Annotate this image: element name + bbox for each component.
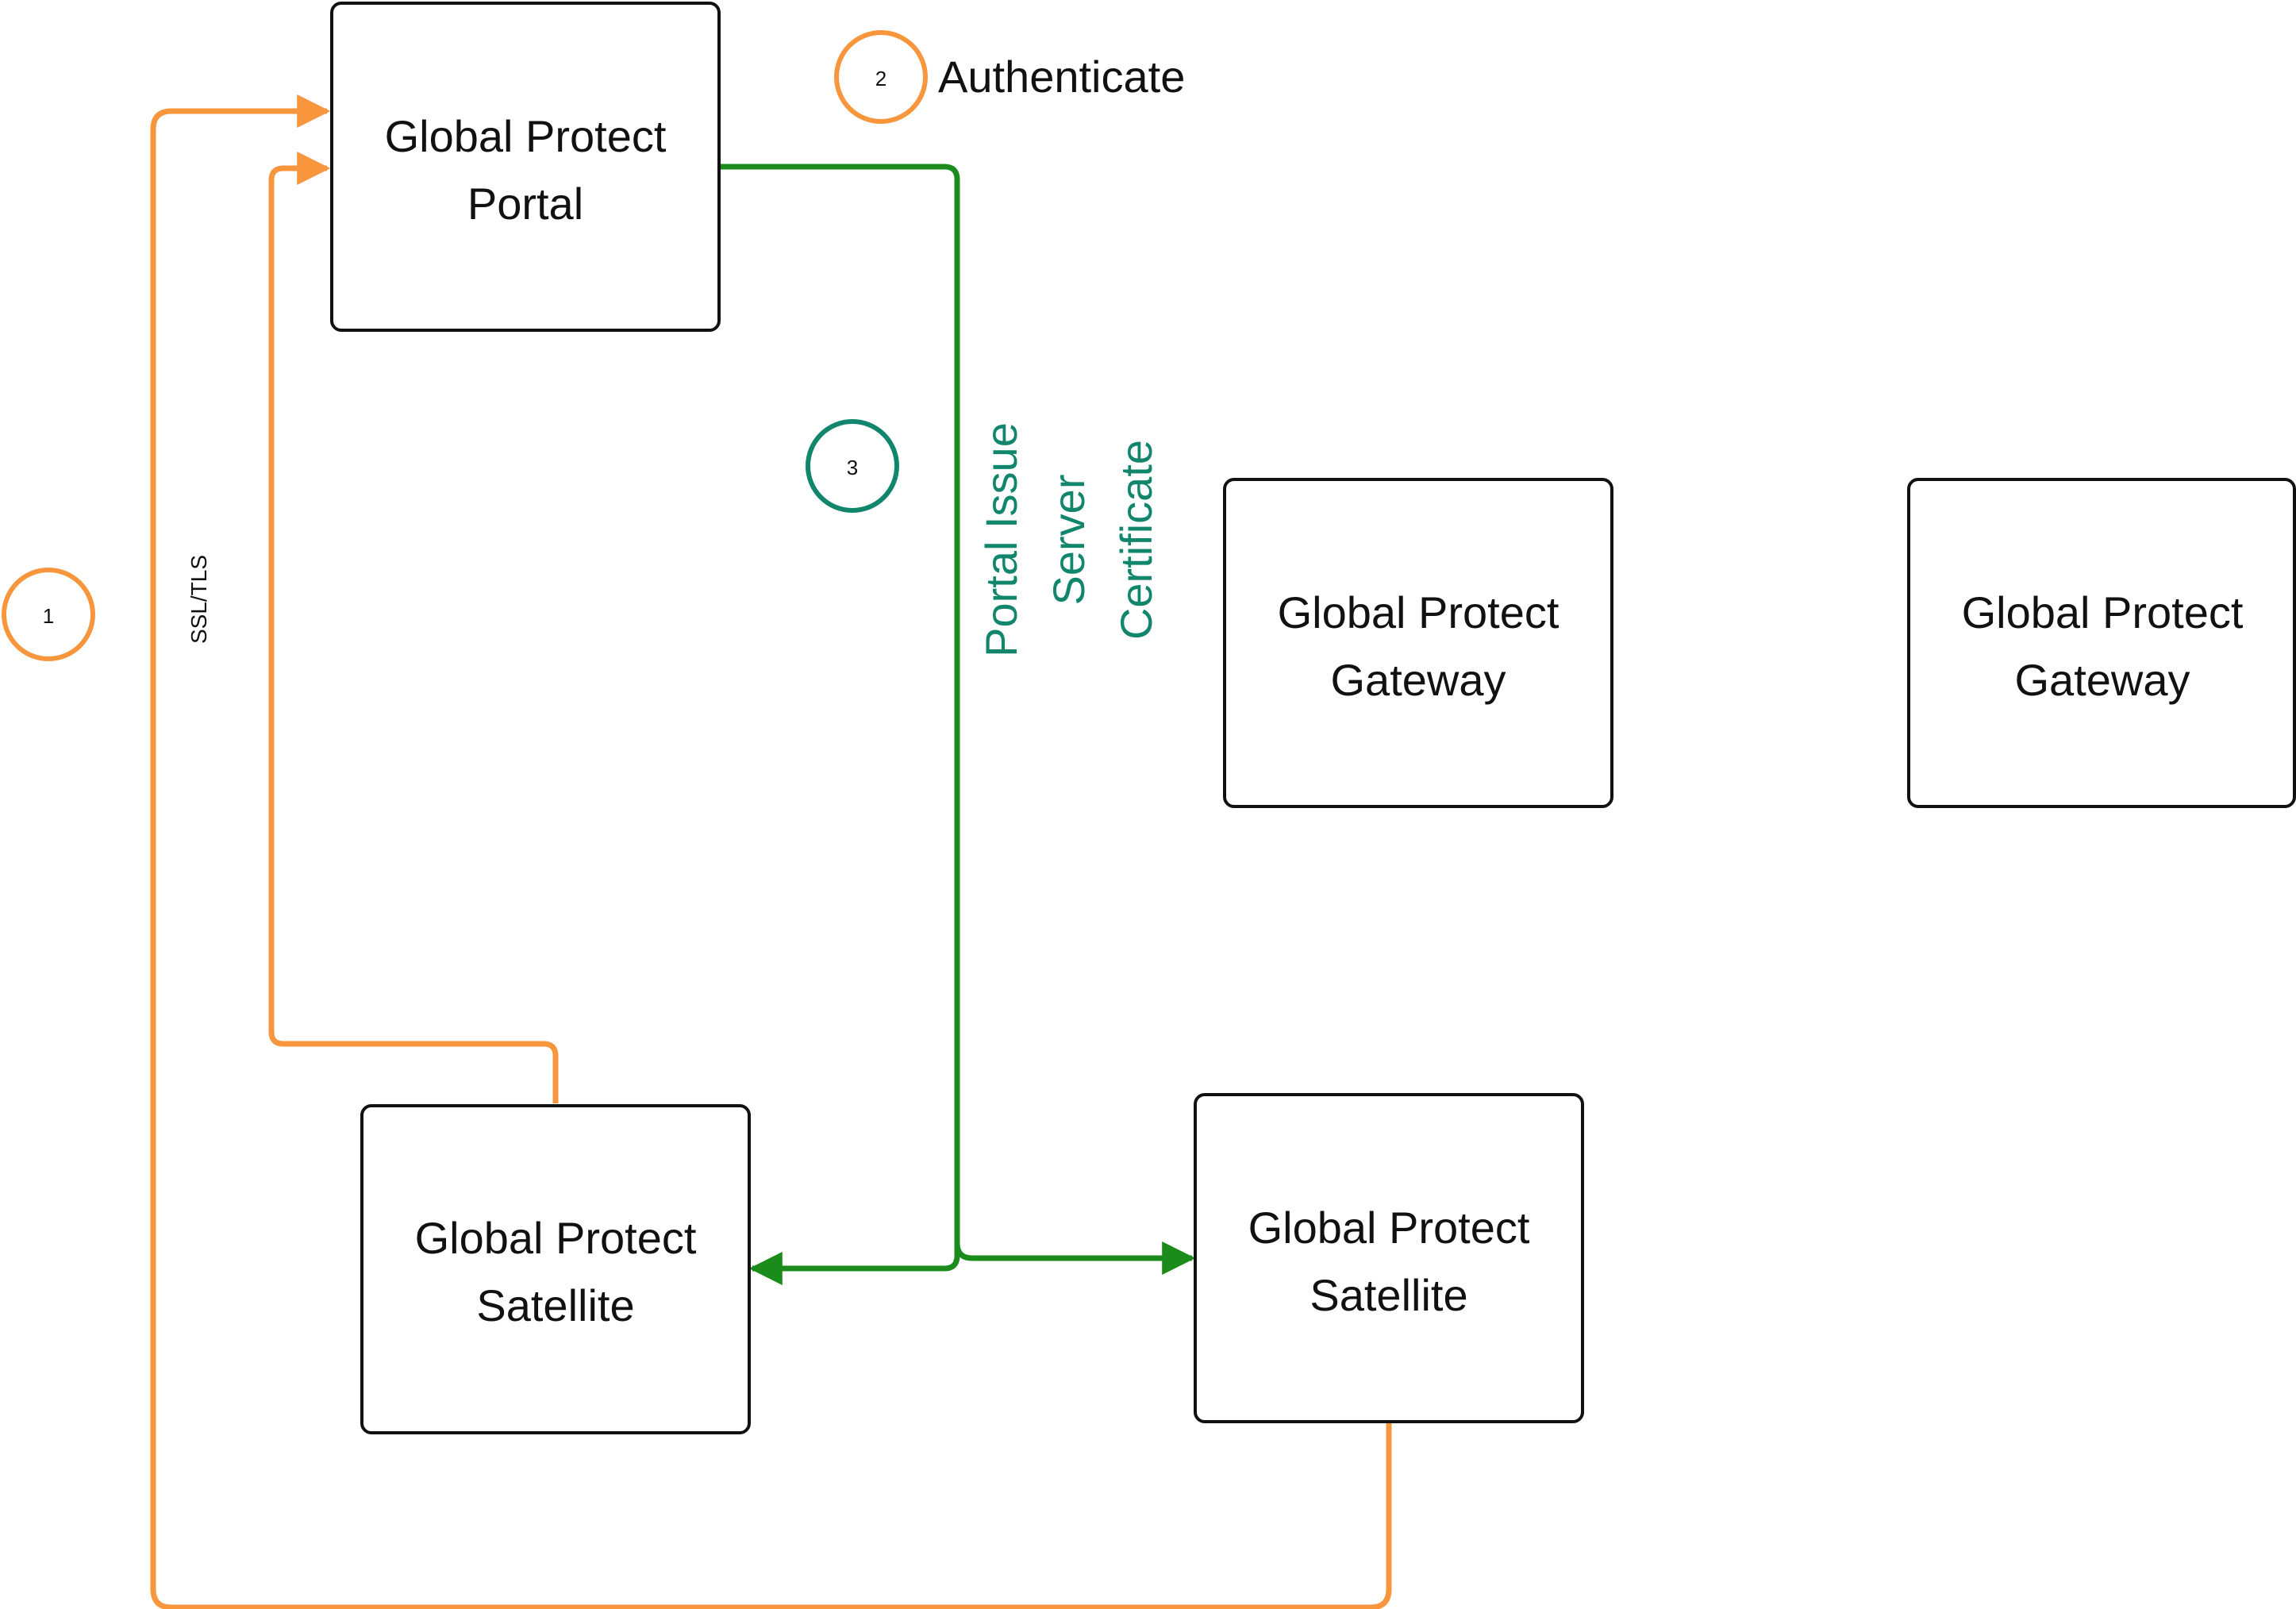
satellite-2-label-line1: Global Protect — [1248, 1203, 1530, 1253]
satellite-2-label-line2: Satellite — [1310, 1270, 1467, 1320]
satellite-1-label-line1: Global Protect — [415, 1213, 697, 1263]
gateway-1-label-line1: Global Protect — [1278, 587, 1560, 637]
step-2-marker: 2 — [834, 30, 928, 124]
cert-annotation: Portal Issue Server Certificate — [976, 422, 1161, 657]
cert-connector-portal-to-satellite2 — [954, 1241, 1196, 1275]
gateway-1-label-line2: Gateway — [1331, 655, 1506, 705]
satellite-1-label-line2: Satellite — [476, 1280, 634, 1330]
cert-annotation-line1: Portal Issue — [976, 422, 1026, 657]
cert-connector-portal-to-satellite1 — [720, 164, 960, 1285]
ssl-connector-satellite1-to-portal — [268, 152, 559, 1103]
ssl-connector-satellite2-to-portal — [150, 94, 1392, 1609]
step-1-marker: 1 — [2, 568, 95, 661]
ssl-tls-annotation: SSL/TLS — [187, 555, 211, 644]
gateway-node-2: Global Protect Gateway — [1907, 478, 2296, 808]
ssl-tls-label: SSL/TLS — [187, 555, 211, 644]
step-3-marker: 3 — [806, 419, 899, 513]
step-1-number: 1 — [43, 604, 54, 628]
portal-node: Global Protect Portal — [330, 2, 721, 332]
cert-annotation-line2: Server — [1044, 475, 1094, 606]
gateway-node-1: Global Protect Gateway — [1223, 478, 1613, 808]
portal-label-line2: Portal — [467, 179, 583, 229]
satellite-node-2: Global Protect Satellite — [1194, 1093, 1584, 1423]
cert-annotation-line3: Certificate — [1111, 440, 1161, 640]
step-3-number: 3 — [847, 456, 858, 479]
gateway-2-label-line1: Global Protect — [1962, 587, 2244, 637]
step-2-number: 2 — [875, 67, 886, 90]
authenticate-label: Authenticate — [938, 52, 1185, 102]
satellite-node-1: Global Protect Satellite — [360, 1104, 751, 1434]
gateway-2-label-line2: Gateway — [2015, 655, 2190, 705]
portal-label-line1: Global Protect — [385, 111, 667, 161]
